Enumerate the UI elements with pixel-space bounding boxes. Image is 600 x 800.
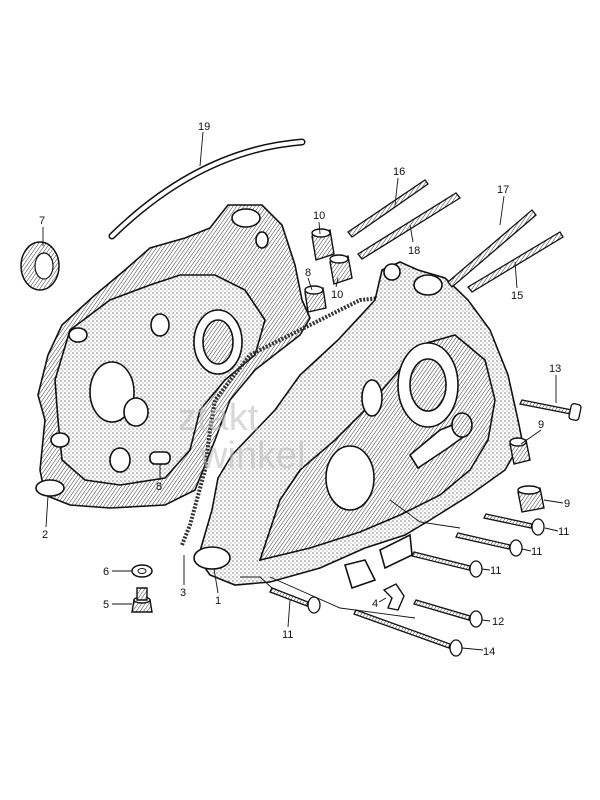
callout-labels: 19 7 10 8 10 16 18 17 15 13 9 9 8 2 11 1… (39, 121, 570, 658)
watermark: ztakt winkel (178, 397, 306, 477)
callout-10-top: 10 (313, 210, 325, 222)
callout-8-top: 8 (305, 267, 311, 279)
dowel-pins-top (304, 228, 353, 313)
callout-3: 3 (180, 587, 186, 599)
svg-text:winkel: winkel (199, 435, 306, 477)
long-studs (347, 179, 564, 293)
left-crankcase-half (35, 204, 311, 509)
callout-17: 17 (497, 184, 509, 196)
callout-11-a: 11 (558, 526, 569, 538)
callout-11-c: 11 (490, 565, 501, 577)
dowel-boss-2 (35, 479, 65, 497)
drain-bolt (131, 587, 153, 613)
callout-16: 16 (393, 166, 405, 178)
callout-8-left: 8 (156, 481, 162, 493)
callout-15: 15 (511, 290, 523, 302)
callout-1: 1 (215, 595, 221, 607)
left-case-bore (89, 361, 135, 423)
cable-clip (382, 583, 405, 611)
callout-9-lower: 9 (564, 498, 570, 510)
callout-13: 13 (549, 363, 561, 375)
oil-seal (20, 241, 60, 291)
callout-14: 14 (483, 646, 495, 658)
leader-lines (42, 131, 564, 651)
svg-text:ztakt: ztakt (178, 397, 259, 439)
callout-11-d: 11 (282, 629, 293, 641)
callout-7: 7 (39, 215, 45, 227)
case-bolts (269, 399, 582, 657)
callout-10-mid: 10 (331, 289, 343, 301)
gasket (180, 296, 381, 546)
callout-19: 19 (198, 121, 210, 133)
callout-4: 4 (372, 598, 378, 610)
callout-6: 6 (103, 566, 109, 578)
callout-18: 18 (408, 245, 420, 257)
callout-12: 12 (492, 616, 504, 628)
callout-5: 5 (103, 599, 109, 611)
callout-2: 2 (42, 529, 48, 541)
dowel-boss-1 (193, 546, 231, 570)
right-crankcase-half (193, 261, 523, 590)
callout-11-b: 11 (531, 546, 542, 558)
dowels-right (509, 437, 545, 513)
drain-washer (131, 564, 153, 578)
callout-9-upper: 9 (538, 419, 544, 431)
